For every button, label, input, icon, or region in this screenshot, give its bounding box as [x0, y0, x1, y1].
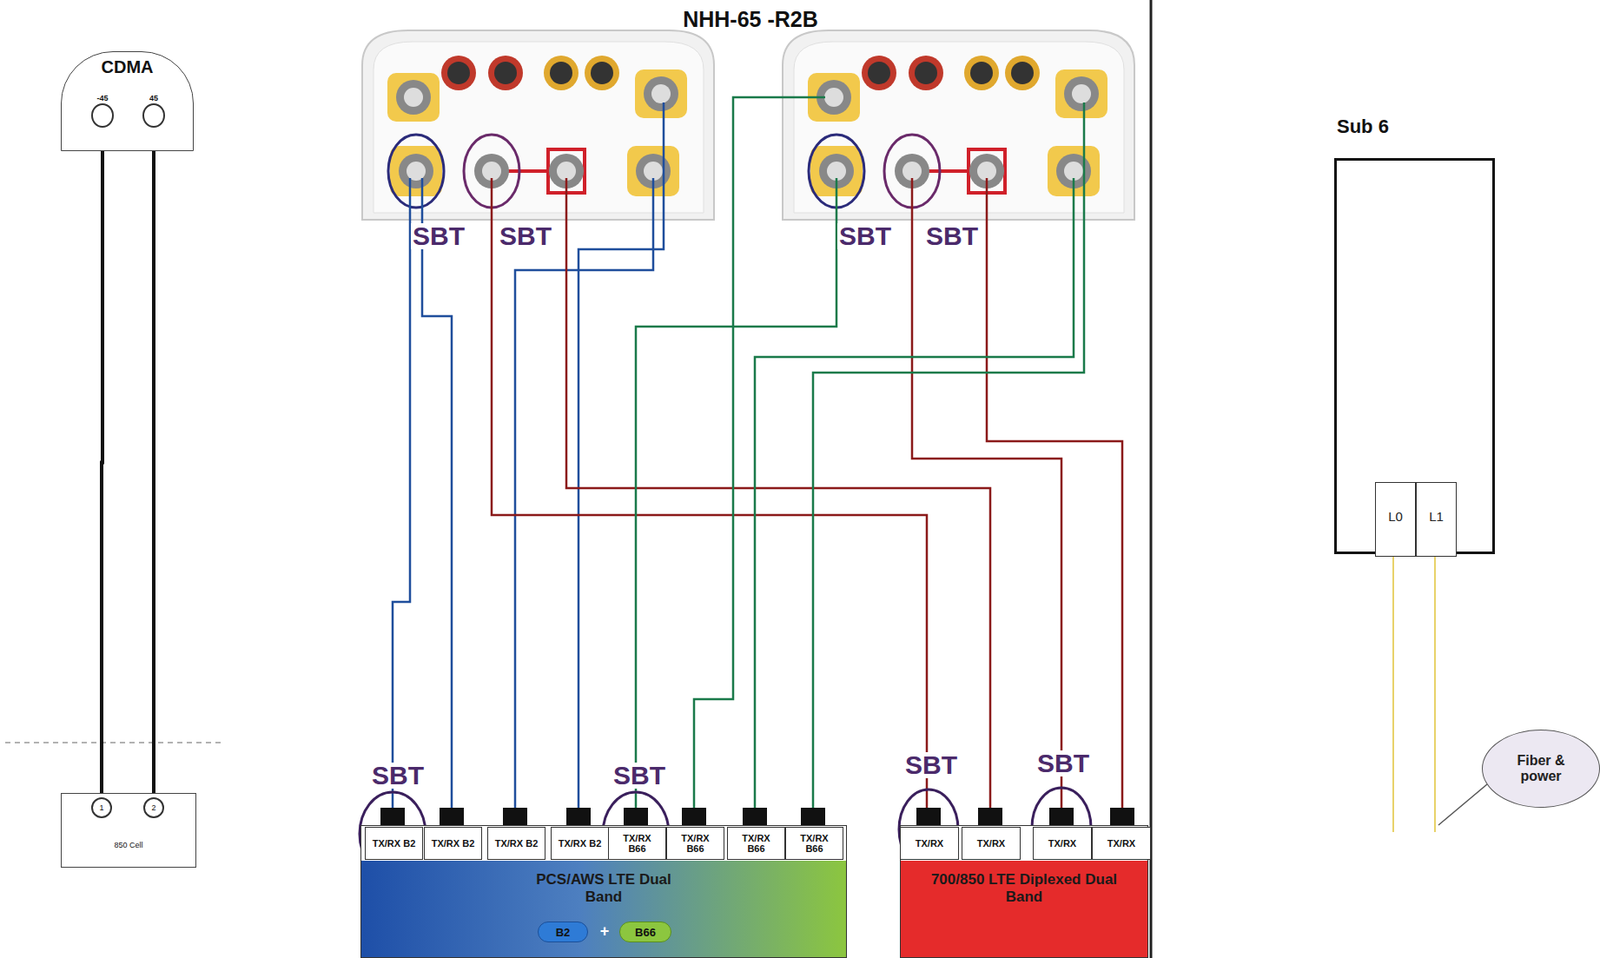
cdma-box: CDMA -45 45	[60, 51, 194, 152]
port-circle: 1	[91, 797, 113, 819]
node-label: 45	[144, 93, 164, 103]
port-cell: TX/RX B2	[423, 826, 483, 860]
port-cell: L1	[1415, 482, 1457, 557]
diagram-title: NHH-65 -R2B	[682, 8, 819, 31]
coax-cable	[152, 127, 156, 798]
port-cell: TX/RX B2	[487, 826, 546, 860]
radio-unit: 700/850 LTE Diplexed Dual Band TX/RX TX/RX…	[899, 825, 1149, 958]
node-label: TX/RX	[1048, 838, 1077, 849]
node-label: 2	[151, 803, 156, 813]
node-label: TX/RX B2	[431, 838, 476, 849]
sbt-tag: SBT	[837, 223, 893, 250]
node-label: TX/RX	[915, 838, 944, 849]
port-circle: -45	[91, 103, 114, 128]
port-cell: TX/RX B2	[364, 826, 424, 860]
box-heading: Sub 6	[1336, 115, 1389, 139]
sbt-tag: SBT	[924, 223, 980, 250]
node-label: B2	[555, 925, 571, 939]
sub6-box: Sub 6L0L1	[1334, 158, 1495, 555]
node-label: L0	[1388, 509, 1403, 524]
node-label: CDMA	[101, 57, 154, 78]
port-cell: TX/RX B66	[785, 826, 844, 860]
node-label: TX/RX B66	[674, 833, 718, 854]
node-label: 700/850 LTE Diplexed Dual Band	[924, 871, 1124, 906]
plus-sign: +	[600, 923, 610, 939]
sbt-tag: SBT	[370, 762, 426, 789]
node-label: PCS/AWS LTE Dual Band	[534, 871, 674, 906]
sbt-tag: SBT	[903, 752, 959, 779]
node-label: 850 Cell	[113, 840, 143, 850]
node-label: TX/RX B2	[495, 838, 539, 849]
sbt-tag: SBT	[497, 223, 554, 250]
port-cell: L0	[1375, 482, 1416, 557]
port-circle: 45	[142, 103, 166, 128]
sbt-tag: SBT	[410, 223, 467, 250]
node-label: B66	[634, 925, 656, 939]
port-cell: TX/RX B2	[550, 826, 609, 860]
node-label: TX/RX B66	[615, 833, 660, 854]
callout-ellipse: Fiber & power	[1481, 729, 1600, 808]
node-label: TX/RX B2	[558, 838, 602, 849]
node-label: Fiber & power	[1506, 753, 1576, 785]
node-label: TX/RX B66	[734, 833, 779, 854]
coax-cable	[101, 127, 103, 798]
node-label: TX/RX B2	[372, 838, 417, 849]
port-circle: 2	[143, 797, 165, 819]
band-pill: B2	[537, 921, 589, 943]
port-cell: TX/RX B66	[727, 826, 786, 860]
port-cell: TX/RX	[961, 826, 1021, 860]
cell-box: 850 Cell 1 2	[60, 793, 197, 868]
port-cell: TX/RX	[899, 826, 959, 860]
port-cell: TX/RX	[1032, 826, 1092, 860]
band-pill: B66	[619, 921, 672, 943]
node-label: -45	[92, 93, 113, 103]
port-cell: TX/RX B66	[608, 826, 667, 860]
port-cell: TX/RX B66	[666, 826, 725, 860]
sbt-tag: SBT	[611, 762, 668, 789]
node-label: TX/RX B66	[793, 833, 837, 854]
port-cell: TX/RX	[1091, 826, 1151, 860]
node-label: TX/RX	[977, 838, 1005, 849]
node-label: L1	[1428, 509, 1444, 524]
sbt-tag: SBT	[1035, 750, 1091, 777]
node-label: 1	[99, 803, 104, 813]
node-label: TX/RX	[1107, 838, 1136, 849]
